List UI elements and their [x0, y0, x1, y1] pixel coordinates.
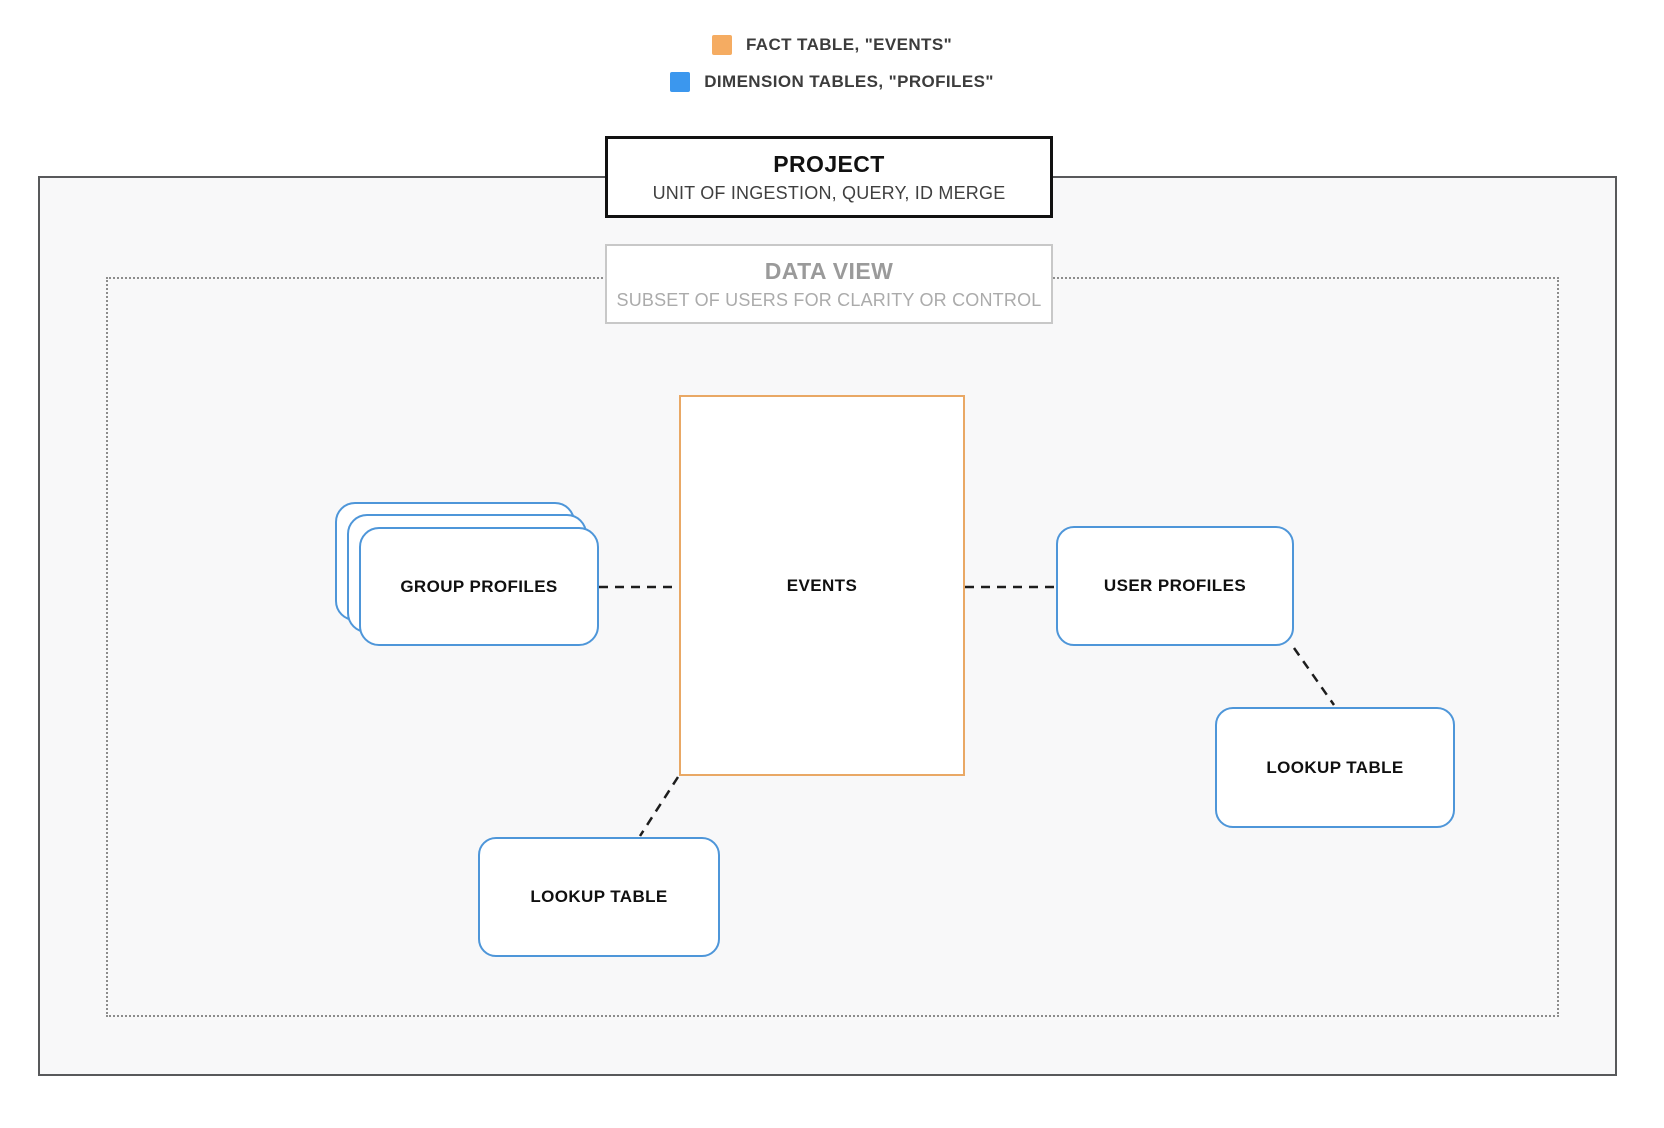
project-title-box: PROJECT UNIT OF INGESTION, QUERY, ID MER… [605, 136, 1053, 218]
lookup-table-bottom-label: LOOKUP TABLE [530, 887, 668, 906]
lookup-table-right-label: LOOKUP TABLE [1266, 757, 1404, 777]
fact-table-color-swatch [711, 35, 732, 55]
legend-item-fact-table: FACT TABLE, "EVENTS" [711, 33, 953, 57]
lookup-table-right-node: LOOKUP TABLE [1215, 707, 1455, 828]
project-subtitle: UNIT OF INGESTION, QUERY, ID MERGE [652, 182, 1006, 203]
lookup-table-bottom-node: LOOKUP TABLE [478, 837, 720, 957]
dimension-tables-legend-label: DIMENSION TABLES, "PROFILES" [704, 72, 994, 91]
data-view-title-box: DATA VIEW SUBSET OF USERS FOR CLARITY OR… [605, 244, 1053, 324]
legend: FACT TABLE, "EVENTS" DIMENSION TABLES, "… [0, 33, 1664, 94]
legend-item-dimension-tables: DIMENSION TABLES, "PROFILES" [670, 70, 994, 94]
fact-table-legend-label: FACT TABLE, "EVENTS" [745, 35, 953, 54]
events-node: EVENTS [679, 395, 965, 776]
group-profiles-label: GROUP PROFILES [400, 576, 558, 596]
data-view-subtitle: SUBSET OF USERS FOR CLARITY OR CONTROL [616, 289, 1042, 310]
data-view-title: DATA VIEW [764, 257, 894, 284]
group-profiles-card-front: GROUP PROFILES [359, 527, 599, 646]
user-profiles-label: USER PROFILES [1103, 576, 1247, 595]
project-title: PROJECT [773, 150, 885, 177]
events-label: EVENTS [786, 575, 858, 595]
user-profiles-node: USER PROFILES [1056, 526, 1294, 646]
group-profiles-node: GROUP PROFILES [335, 502, 599, 647]
dimension-tables-color-swatch [670, 72, 691, 92]
